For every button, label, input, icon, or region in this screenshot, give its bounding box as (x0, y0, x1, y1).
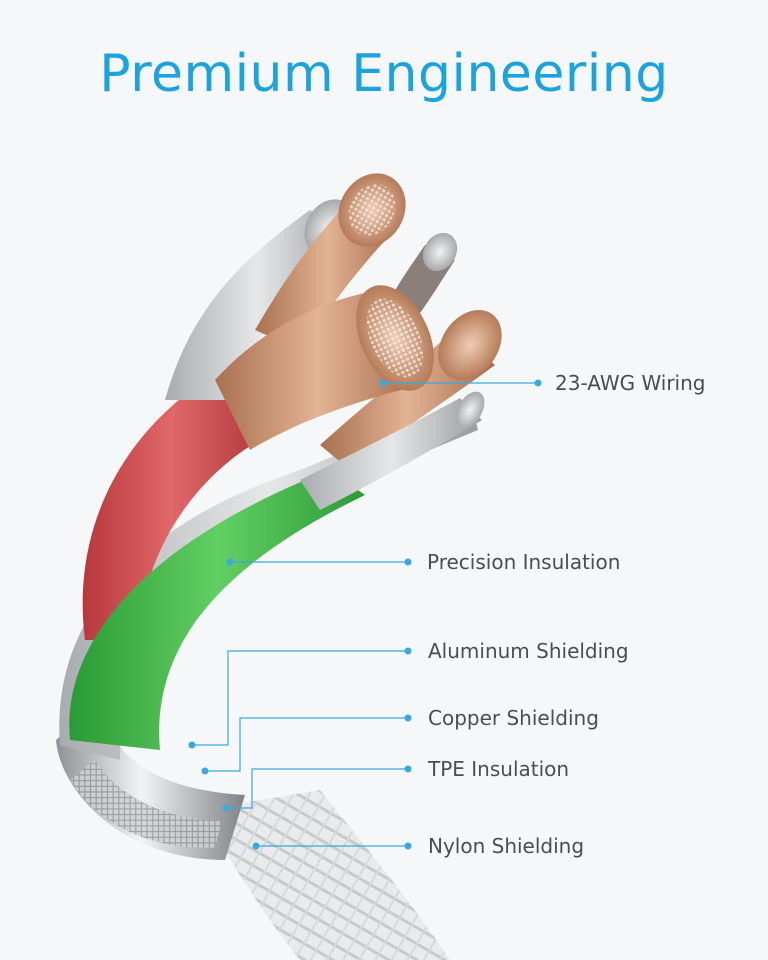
silver-wire-front (300, 398, 482, 510)
green-wire (69, 470, 365, 750)
label-aluminum-shielding: Aluminum Shielding (428, 639, 629, 663)
page-title: Premium Engineering (99, 44, 669, 104)
leader-lines (192, 382, 538, 847)
knurl-band (70, 760, 222, 849)
label-precision-insulation: Precision Insulation (427, 550, 621, 574)
label-nylon-shielding: Nylon Shielding (428, 834, 585, 858)
leader-dots (188, 379, 542, 850)
red-wire (82, 365, 260, 640)
label-tpe-insulation: TPE Insulation (428, 757, 570, 781)
label-23awg-wiring: 23-AWG Wiring (555, 371, 706, 395)
label-copper-shielding: Copper Shielding (428, 706, 599, 730)
nylon-braid-jacket (200, 790, 450, 960)
